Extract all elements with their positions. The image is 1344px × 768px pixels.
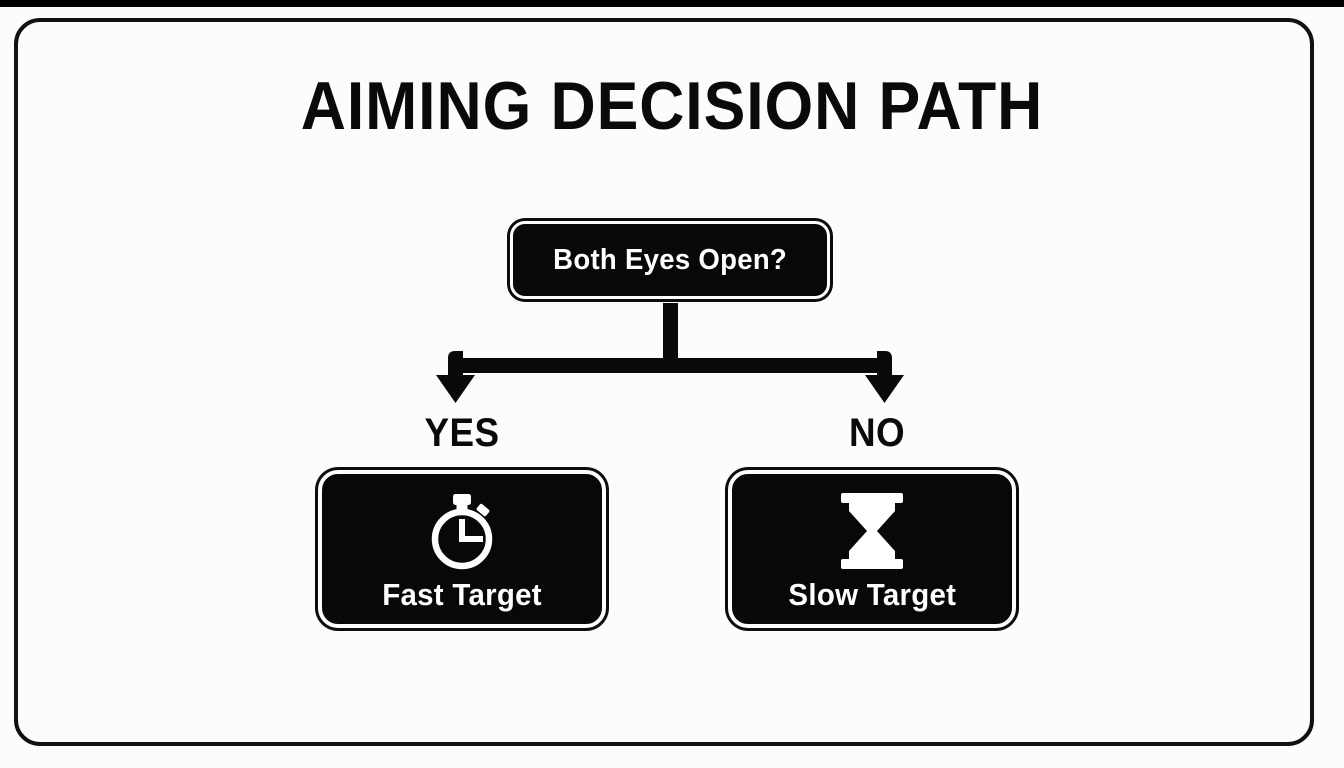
page-title: AIMING DECISION PATH — [300, 68, 1044, 144]
poster-frame-border — [14, 18, 1314, 746]
branch-label-no: NO — [848, 411, 906, 455]
hourglass-icon — [829, 488, 915, 574]
stopwatch-icon — [419, 488, 505, 574]
outcome-node-label-slow: Slow Target — [788, 577, 956, 612]
branch-label-yes: YES — [424, 411, 500, 455]
outcome-node-slow-target[interactable]: Slow Target — [728, 470, 1016, 628]
outcome-node-label-fast: Fast Target — [382, 577, 542, 612]
top-edge-band — [0, 0, 1344, 7]
decision-node-label: Both Eyes Open? — [553, 244, 787, 276]
outcome-node-fast-target[interactable]: Fast Target — [318, 470, 606, 628]
decision-node-both-eyes-open[interactable]: Both Eyes Open? — [510, 221, 830, 299]
